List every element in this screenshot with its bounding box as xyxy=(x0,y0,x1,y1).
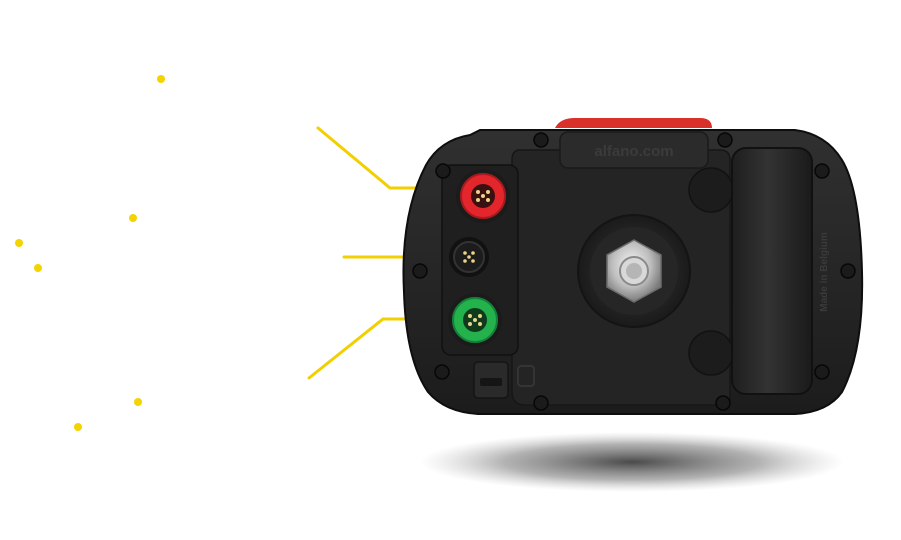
screw xyxy=(412,263,428,279)
screw xyxy=(435,163,451,179)
screw xyxy=(840,263,856,279)
device-shadow xyxy=(420,432,844,492)
decor-dot xyxy=(134,398,142,406)
brand-tab xyxy=(559,131,709,169)
decor-dot xyxy=(15,239,23,247)
decorative-dots xyxy=(15,75,165,431)
green-connector[interactable] xyxy=(448,293,502,347)
recycle-mark xyxy=(517,365,535,387)
mount-boss xyxy=(688,167,734,213)
decor-dot xyxy=(129,214,137,222)
decor-dot xyxy=(157,75,165,83)
decor-dot xyxy=(34,264,42,272)
red-connector[interactable] xyxy=(456,169,510,223)
bolt-center xyxy=(626,263,642,279)
brand-text: alfano.com xyxy=(594,143,673,160)
screw xyxy=(533,395,549,411)
mount-boss xyxy=(688,330,734,376)
side-grip xyxy=(731,147,813,395)
screw xyxy=(533,132,549,148)
screw xyxy=(717,132,733,148)
screw xyxy=(715,395,731,411)
origin-text: Made in Belgium xyxy=(819,232,830,312)
screw xyxy=(814,163,830,179)
screw xyxy=(814,364,830,380)
latch-slot xyxy=(480,378,502,386)
screw xyxy=(434,364,450,380)
black-connector[interactable] xyxy=(449,237,489,277)
screws xyxy=(412,132,856,411)
decor-dot xyxy=(74,423,82,431)
top-accent-strip xyxy=(555,118,712,128)
